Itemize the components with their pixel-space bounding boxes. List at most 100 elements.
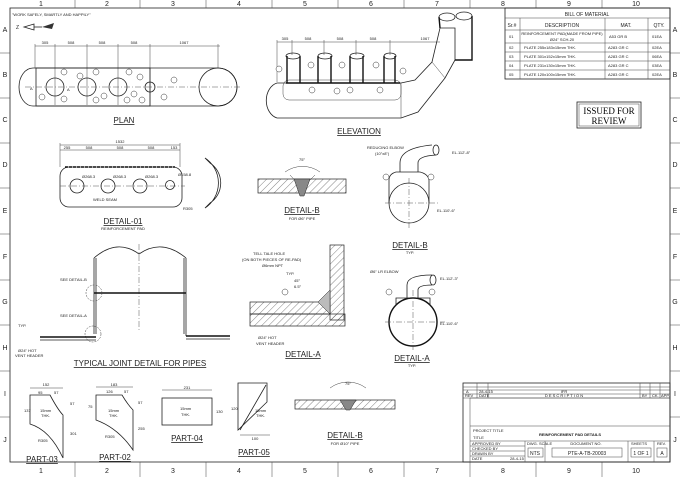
bom-cell: 01EA xyxy=(652,34,662,39)
bom-cell: PLATE 120x100x15mm THK. xyxy=(524,72,576,77)
revision-value: A xyxy=(660,451,664,457)
detail-b-pipe-view: REDUCING ELBOW (10"x8") EL.112'-8" EL.11… xyxy=(367,144,471,255)
bom-title: BILL OF MATERIAL xyxy=(565,12,610,18)
bom-cell: 02 xyxy=(509,45,514,50)
thickness-label: 15mm xyxy=(180,406,192,411)
dimension-label: 137 xyxy=(24,408,31,413)
detail-a-weld-view: TELL TALE HOLE (ON BOTH PIECES OF RE-PAD… xyxy=(242,244,346,359)
tell-tale-label: TELL TALE HOLE xyxy=(253,251,285,256)
view-title-part-03: PART-03 xyxy=(26,455,58,464)
view-title-detail-01: DETAIL-01 xyxy=(104,217,144,226)
date-value: 28-4-15 xyxy=(510,456,525,461)
view-title-part-05: PART-05 xyxy=(238,448,270,457)
grid-row-label: D xyxy=(2,162,7,169)
elevation-label: EL.112'-8" xyxy=(452,150,471,155)
grid-col-label: 4 xyxy=(237,1,241,8)
dimension-label: 508 xyxy=(99,40,106,45)
elevation-label: EL.110'-6" xyxy=(440,321,459,326)
view-title-detail-a: DETAIL-A xyxy=(394,354,430,363)
ck-header: CK. xyxy=(652,393,659,398)
grid-col-label: 5 xyxy=(303,468,307,475)
grid-row-label: H xyxy=(672,345,677,352)
part-03-view: 152 95 57 137 57 301 15mm THK. R305 PART… xyxy=(24,382,77,464)
stamp-line-1: ISSUED FOR xyxy=(583,106,634,116)
grid-row-label: F xyxy=(3,254,7,261)
bom-cell: A283 GR C xyxy=(608,63,629,68)
elevation-view: 305 508 508 508 1067 ELEVATION xyxy=(265,11,473,136)
grid-row-label: H xyxy=(2,345,7,352)
tell-tale-label: (ON BOTH PIECES OF RE-PAD) xyxy=(242,257,302,262)
grid-row-label: D xyxy=(672,162,677,169)
bom-cell: 03 xyxy=(509,54,514,59)
grid-col-label: 7 xyxy=(435,1,439,8)
dimension-label: 57 xyxy=(70,401,75,406)
dimension-label: 508 xyxy=(86,145,93,150)
bom-cell: 04 xyxy=(509,63,514,68)
bill-of-material-table: BILL OF MATERIAL Sr.# DESCRIPTION MAT. Q… xyxy=(504,7,671,80)
callout-see-detail-b: SEE DETAIL-B xyxy=(60,277,87,282)
date-header: DATE xyxy=(479,393,490,398)
grid-col-label: 2 xyxy=(105,468,109,475)
radius-label: R305 xyxy=(105,434,115,439)
bom-cell: REINFORCEMENT PAD(MADE FROM PIPE) xyxy=(521,31,603,36)
scale-value: NTS xyxy=(530,451,541,457)
checked-by-label: CHECKED BY xyxy=(472,446,498,451)
grid-col-label: 7 xyxy=(435,468,439,475)
title-block: A 28-4-15 IFR REV DATE D E S C R I P T I… xyxy=(462,382,671,463)
dimension-label: 100 xyxy=(252,436,259,441)
thickness-label: THK. xyxy=(41,413,50,418)
elbow-label: REDUCING ELBOW xyxy=(367,145,404,150)
grid-col-label: 8 xyxy=(501,468,505,475)
bom-header: DESCRIPTION xyxy=(545,23,580,29)
dimension-label: 153 xyxy=(171,145,178,150)
hole-diameter-label: Ø268.3 xyxy=(113,174,127,179)
grid-col-label: 3 xyxy=(171,1,175,8)
vent-header-label: VENT HEADER xyxy=(15,353,43,358)
dimension-label: 126 xyxy=(106,389,113,394)
bom-cell: 03EA xyxy=(652,63,662,68)
dimension-label: 152 xyxy=(43,382,50,387)
hole-diameter-label: Ø268.3 xyxy=(82,174,96,179)
svg-text:Z: Z xyxy=(16,25,19,31)
grid-row-label: I xyxy=(674,391,676,398)
view-title-plan: PLAN xyxy=(114,116,135,125)
view-subtitle: TYP. xyxy=(408,363,416,368)
title-label: TITLE xyxy=(473,435,484,440)
bom-cell: PLATE 301x152x15mm THK. xyxy=(524,54,576,59)
scale-label: DWG. SCALE xyxy=(527,441,552,446)
detail-a-pipe-view: Ø6" LR ELBOW EL.112'-3" EL.110'-6" DETAI… xyxy=(370,269,459,368)
dimension-label: 57 xyxy=(138,400,143,405)
rev-header: REV xyxy=(465,393,474,398)
grid-row-label: J xyxy=(3,437,7,444)
grid-row-label: G xyxy=(672,299,677,306)
bom-cell: 06EA xyxy=(652,54,662,59)
grid-col-label: 5 xyxy=(303,1,307,8)
dimension-label: 255 xyxy=(138,426,145,431)
bom-cell: PLATE 231x130x15mm THK. xyxy=(524,63,576,68)
detail-b-weld-10-view: 75° DETAIL-B FOR Ø10" PIPE xyxy=(294,381,396,446)
document-number: PTE-A-TB-20003 xyxy=(568,451,607,457)
grid-row-label: C xyxy=(2,117,7,124)
grid-row-label: B xyxy=(673,72,678,79)
elevation-label: EL.110'-6" xyxy=(437,208,456,213)
drawn-by-label: DRAWN BY xyxy=(472,451,494,456)
rev-row-date: 28-4-15 xyxy=(479,389,494,394)
app-header: APP. xyxy=(661,393,670,398)
dimension-label: 255 xyxy=(64,145,71,150)
grid-col-label: 6 xyxy=(369,1,373,8)
typ-label: TYP. xyxy=(18,323,26,328)
elbow-size-label: (10"x8") xyxy=(375,151,390,156)
view-title-detail-b: DETAIL-B xyxy=(327,431,362,440)
bom-cell: 02EA xyxy=(652,72,662,77)
view-title-typical-joint: TYPICAL JOINT DETAIL FOR PIPES xyxy=(74,359,206,368)
dimension-label: 305 xyxy=(42,40,49,45)
grid-row-label: E xyxy=(673,208,678,215)
callout-see-detail-a: SEE DETAIL-A xyxy=(60,313,87,318)
angle-label: 75° xyxy=(299,157,305,162)
rev-label: REV. xyxy=(657,441,666,446)
angle-label: 45° xyxy=(294,278,300,283)
view-subtitle: FOR Ø6" PIPE xyxy=(289,216,316,221)
view-subtitle: TYP. xyxy=(406,250,414,255)
hole-diameter-label: Ø268.3 xyxy=(145,174,159,179)
